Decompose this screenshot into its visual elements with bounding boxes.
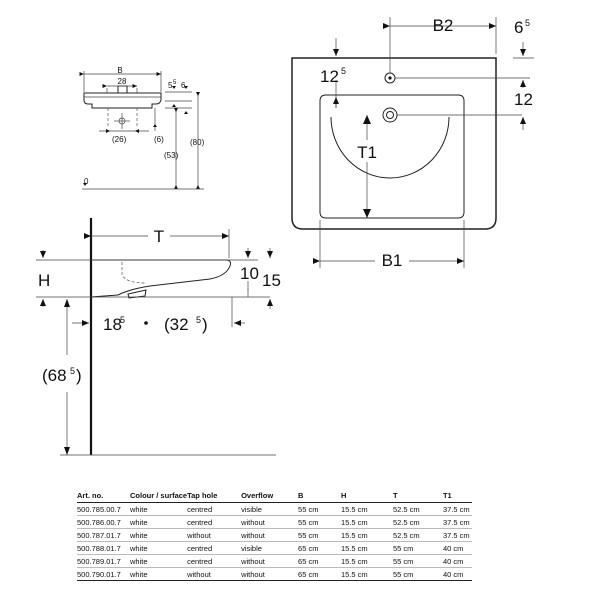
table-cell: 500.785.00.7 [77, 502, 130, 516]
table-cell: 40 cm [442, 554, 472, 568]
table-cell: visible [241, 502, 299, 516]
label-B1: B1 [382, 251, 403, 270]
table-cell: 37.5 cm [442, 502, 472, 516]
label-32-sup: 5 [196, 315, 201, 325]
table-cell: 40 cm [442, 541, 472, 555]
small-label-5-sup: 5 [173, 80, 177, 86]
table-cell: 37.5 cm [442, 528, 472, 542]
label-H: H [38, 271, 50, 290]
label-15: 15 [262, 271, 281, 290]
table-cell: white [129, 502, 188, 516]
table-cell: 52.5 cm [392, 515, 443, 529]
table-cell: centred [187, 554, 242, 568]
table-cell: 55 cm [298, 502, 341, 516]
table-cell: without [187, 528, 242, 542]
table-cell: 500.786.00.7 [77, 515, 130, 529]
label-18-sup: 5 [120, 315, 125, 325]
label-68-sup: 5 [70, 366, 75, 376]
table-cell: without [187, 567, 242, 581]
table-cell: 15.5 cm [341, 502, 393, 516]
table-cell: without [241, 567, 299, 581]
table-header: T1 [442, 489, 472, 503]
table-cell: centred [187, 502, 242, 516]
table-header: Overflow [241, 489, 299, 503]
label-12: 12 [320, 67, 339, 86]
label-12-sup: 5 [341, 66, 346, 76]
label-68-close: ) [76, 366, 82, 385]
table-cell: 55 cm [392, 541, 443, 555]
table-cell: 65 cm [298, 541, 341, 555]
table-cell: 15.5 cm [341, 567, 393, 581]
basin-top-view: B2 6 5 12 5 12 T1 B1 [291, 16, 534, 270]
basin-side-view: T H 10 15 18 5 (32 5 ) (68 5 ) [36, 218, 281, 456]
table-cell: without [241, 554, 299, 568]
small-label-53: (53) [164, 151, 179, 160]
table-header: Colour / surface [129, 489, 188, 503]
table-cell: 52.5 cm [392, 528, 443, 542]
label-6: 6 [514, 18, 523, 37]
table-cell: 55 cm [392, 554, 443, 568]
table-cell: 55 cm [392, 567, 443, 581]
small-label-6: 6 [181, 81, 186, 90]
table-cell: white [129, 541, 188, 555]
label-32-close: ) [202, 315, 208, 334]
table-cell: without [241, 528, 299, 542]
table-cell: 65 cm [298, 567, 341, 581]
table-header: B [298, 489, 341, 503]
table-cell: 500.787.01.7 [77, 528, 130, 542]
small-label-B: B [117, 66, 122, 75]
small-label-28: 28 [118, 77, 127, 86]
table-cell: 15.5 cm [341, 515, 393, 529]
table-cell: 500.789.01.7 [77, 554, 130, 568]
label-6-sup: 5 [525, 18, 530, 28]
table-cell: white [129, 528, 188, 542]
table-cell: without [241, 515, 299, 529]
table-header: Art. no. [77, 489, 130, 503]
small-label-26: (26) [112, 135, 127, 144]
table-cell: 52.5 cm [392, 502, 443, 516]
table-cell: 55 cm [298, 528, 341, 542]
table-cell: white [129, 515, 188, 529]
spec-table: Art. no. Colour / surface Tap hole Overf… [77, 489, 472, 581]
table-header: H [341, 489, 393, 503]
table-cell: 65 cm [298, 554, 341, 568]
small-label-80: (80) [190, 138, 205, 147]
table-cell: centred [187, 515, 242, 529]
table-cell: white [129, 554, 188, 568]
table-cell: 55 cm [298, 515, 341, 529]
label-T1: T1 [357, 143, 377, 162]
label-T: T [154, 227, 164, 246]
technical-drawing: B 28 5 5 6 (26) (6) (53) [36, 16, 534, 456]
small-label-5: 5 [168, 81, 173, 90]
label-10: 10 [240, 264, 259, 283]
table-header: Tap hole [187, 489, 242, 503]
table-cell: white [129, 567, 188, 581]
table-header-row: Art. no. Colour / surface Tap hole Overf… [77, 489, 472, 503]
small-label-0: 0 [84, 177, 89, 186]
table-cell: visible [241, 541, 299, 555]
label-B2: B2 [433, 16, 454, 35]
label-68-open: (68 [42, 366, 67, 385]
label-32-open: (32 [164, 315, 189, 334]
small-front-view: B 28 5 5 6 (26) (6) (53) [79, 66, 205, 190]
table-cell: 15.5 cm [341, 528, 393, 542]
table-cell: 500.790.01.7 [77, 567, 130, 581]
table-cell: 15.5 cm [341, 554, 393, 568]
label-12b: 12 [514, 90, 533, 109]
label-18: 18 [103, 315, 122, 334]
table-cell: 40 cm [442, 567, 472, 581]
table-header: T [392, 489, 443, 503]
table-cell: 37.5 cm [442, 515, 472, 529]
table-cell: 15.5 cm [341, 541, 393, 555]
small-label-6b: (6) [154, 135, 164, 144]
table-cell: centred [187, 541, 242, 555]
table-cell: 500.788.01.7 [77, 541, 130, 555]
